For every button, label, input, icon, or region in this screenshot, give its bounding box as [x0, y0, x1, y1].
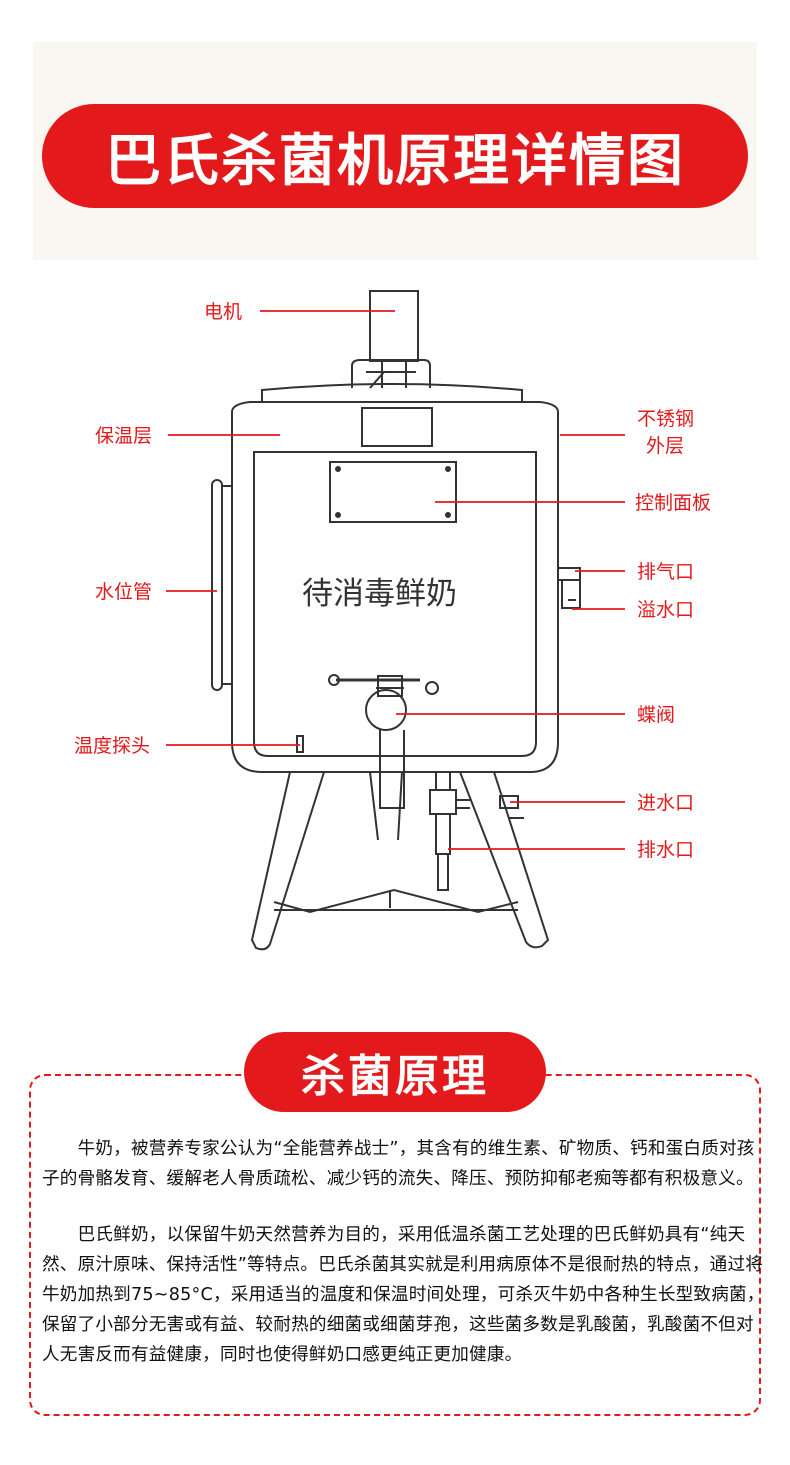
label-motor: 电机 — [204, 301, 242, 323]
section-title-banner: 杀菌原理 — [244, 1032, 546, 1112]
motor-shape — [369, 290, 419, 362]
label-exhaust: 排气口 — [637, 561, 694, 583]
label-steel-line2: 外层 — [646, 435, 684, 457]
paragraph-1-text: 牛奶，被营养专家公认为“全能营养战士”，其含有的维生素、矿物质、钙和蛋白质对孩子… — [42, 1139, 755, 1189]
principle-paragraph-2: 巴氏鲜奶，以保留牛奶天然营养为目的，采用低温杀菌工艺处理的巴氏鲜奶具有“纯天然、… — [42, 1220, 766, 1370]
pasteurizer-diagram: 电机 保温层 不锈钢 外层 控制面板 水位管 排气口 溢水口 蝶阀 温度探头 进… — [74, 290, 711, 951]
label-control-panel: 控制面板 — [635, 492, 711, 514]
principle-paragraph-1: 牛奶，被营养专家公认为“全能营养战士”，其含有的维生素、矿物质、钙和蛋白质对孩子… — [42, 1134, 766, 1194]
label-butterfly-valve: 蝶阀 — [637, 704, 675, 726]
label-water-inlet: 进水口 — [637, 792, 694, 814]
title-banner: 巴氏杀菌机原理详情图 — [42, 104, 748, 208]
page-title: 巴氏杀菌机原理详情图 — [105, 128, 685, 194]
paragraph-2-text: 巴氏鲜奶，以保留牛奶天然营养为目的，采用低温杀菌工艺处理的巴氏鲜奶具有“纯天然、… — [42, 1225, 765, 1365]
label-center-milk: 待消毒鲜奶 — [302, 576, 457, 612]
label-water-level-tube: 水位管 — [95, 581, 152, 603]
section-title: 杀菌原理 — [301, 1051, 489, 1102]
label-overflow: 溢水口 — [637, 599, 694, 621]
label-insulation: 保温层 — [95, 425, 152, 447]
label-steel-line1: 不锈钢 — [637, 408, 694, 430]
label-drain: 排水口 — [637, 839, 694, 861]
label-temp-probe: 温度探头 — [74, 735, 150, 757]
